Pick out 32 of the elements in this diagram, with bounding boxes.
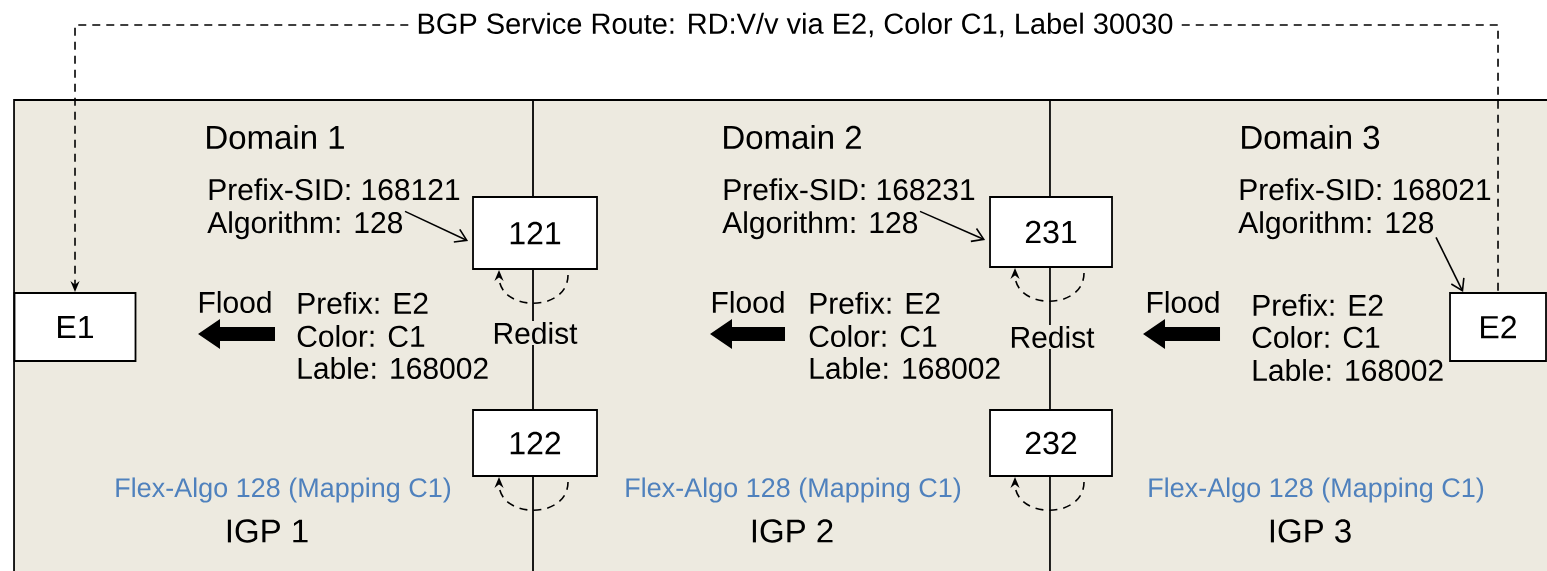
domain-label: Domain 1 xyxy=(207,124,344,150)
algorithm-label: Flex-Algo 128 (Mapping C1) xyxy=(1149,477,1484,503)
dashed-line xyxy=(1180,24,1499,293)
router-box: 122 xyxy=(472,409,598,477)
igp-label: IGP 3 xyxy=(1270,519,1351,543)
igp-label: IGP 2 xyxy=(752,519,833,543)
leader-arrow xyxy=(919,210,986,243)
annotation-text: Prefix-SID: 168021 Algorithm: 128 xyxy=(1238,178,1491,240)
flood-label: Flood xyxy=(712,291,784,314)
field-text: Prefix: E2 xyxy=(298,292,428,315)
router-box: 231 xyxy=(989,196,1113,268)
redist-label: Redist xyxy=(491,321,579,345)
annotation-text: Prefix-SID: 168121 Algorithm: 128 xyxy=(207,178,460,240)
domain-label: Domain 3 xyxy=(1242,124,1380,150)
router-box: E1 xyxy=(13,292,137,362)
router-box: 232 xyxy=(989,409,1113,477)
annotation-text: Prefix-SID: 168231 Algorithm: 128 xyxy=(722,178,975,240)
field-text: Color: C1 xyxy=(297,325,425,348)
field-text: Color: C1 xyxy=(809,325,937,348)
algorithm-label: Flex-Algo 128 (Mapping C1) xyxy=(626,477,961,503)
leader-arrow xyxy=(1435,236,1465,293)
router-box: E2 xyxy=(1449,292,1547,362)
field-text: Color: C1 xyxy=(1252,326,1380,349)
field-text: Prefix: E2 xyxy=(810,292,940,315)
route-text: BGP Service Route: RD:V/v via E2, Color C1, Label 30030 xyxy=(408,10,1182,40)
redist-label: Redist xyxy=(1008,325,1096,349)
domain-label: Domain 2 xyxy=(724,124,861,150)
igp-label: IGP 1 xyxy=(227,519,308,543)
field-text: Lable: 168002 xyxy=(1253,359,1443,382)
router-box: 121 xyxy=(472,196,598,270)
algorithm-label: Flex-Algo 128 (Mapping C1) xyxy=(116,477,451,503)
leader-arrow xyxy=(404,210,469,243)
